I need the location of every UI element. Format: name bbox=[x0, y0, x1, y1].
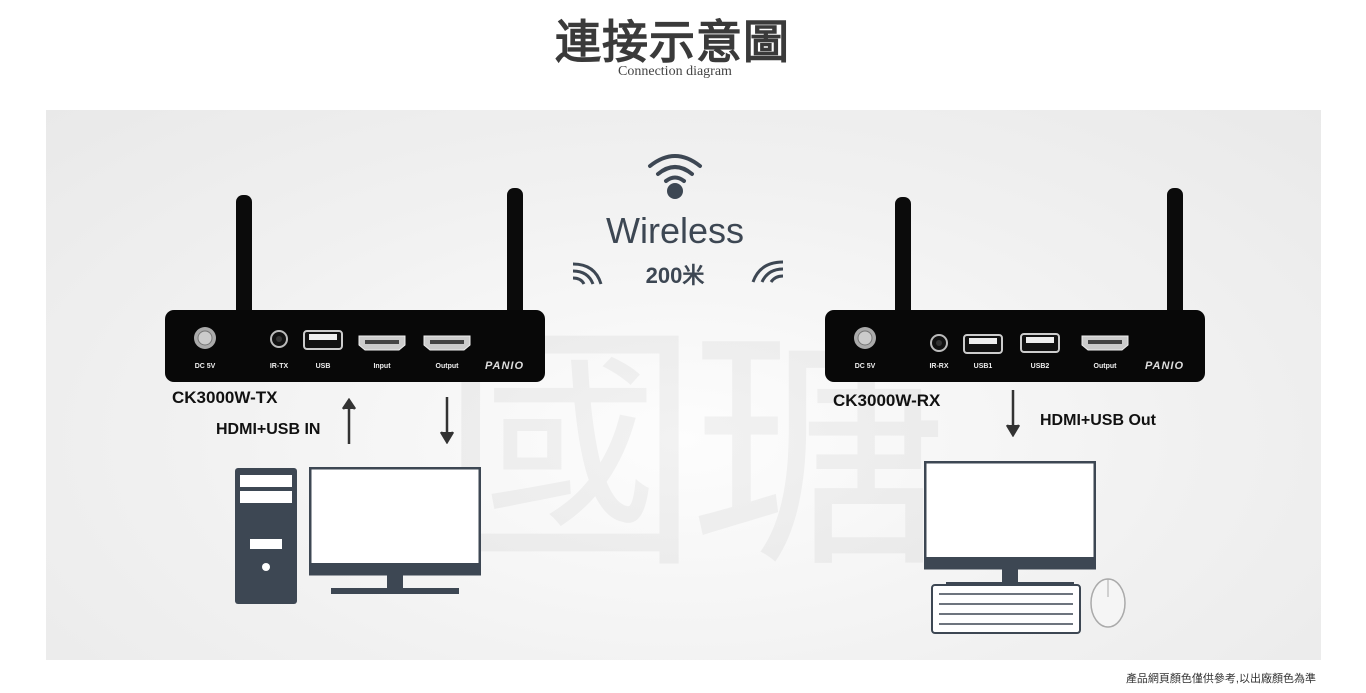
ir-port-icon bbox=[270, 330, 288, 348]
dc-port-icon bbox=[854, 327, 876, 349]
arrow-up-icon bbox=[341, 398, 357, 444]
hdmi-output-port-icon bbox=[423, 335, 471, 351]
rx-device: DC 5V IR-RX USB1 USB2 Output PANIO bbox=[825, 310, 1205, 382]
port-label: Input bbox=[373, 363, 391, 370]
port-label: USB bbox=[315, 363, 331, 370]
brand-logo: PANIO bbox=[1145, 360, 1185, 372]
tx-model-label: CK3000W-TX bbox=[172, 388, 278, 407]
tx-monitor-icon bbox=[309, 467, 481, 594]
port-label: USB2 bbox=[1030, 363, 1050, 370]
signal-waves-right-icon bbox=[751, 260, 784, 283]
wireless-label: Wireless bbox=[605, 210, 744, 251]
port-label: DC 5V bbox=[194, 363, 216, 370]
rx-antenna-right bbox=[1167, 188, 1183, 313]
distance-label: 200米 bbox=[645, 263, 705, 288]
page-subtitle: Connection diagram bbox=[618, 64, 732, 79]
brand-logo: PANIO bbox=[485, 360, 525, 372]
rx-model-label: CK3000W-RX bbox=[833, 391, 941, 410]
port-label: IR-RX bbox=[929, 363, 949, 370]
usb1-port-icon bbox=[963, 334, 1003, 354]
page-title: 連接示意圖 bbox=[555, 15, 790, 69]
port-label: Output bbox=[435, 363, 459, 370]
port-label: USB1 bbox=[973, 363, 993, 370]
wifi-icon bbox=[648, 154, 702, 199]
arrow-down-icon bbox=[1005, 390, 1021, 437]
tx-antenna-right bbox=[507, 188, 523, 313]
rx-antenna-left bbox=[895, 197, 911, 313]
color-disclaimer: 產品網頁顏色僅供參考,以出廠顏色為準 bbox=[1125, 673, 1316, 685]
tx-device: DC 5V IR-TX USB Input Output PANIO bbox=[165, 310, 545, 382]
arrow-down-icon bbox=[439, 397, 455, 444]
rx-monitor-icon bbox=[924, 461, 1096, 588]
pc-tower-icon bbox=[235, 468, 297, 604]
usb-port-icon bbox=[303, 330, 343, 350]
signal-waves-left-icon bbox=[572, 262, 603, 285]
port-label: Output bbox=[1093, 363, 1117, 370]
port-label: DC 5V bbox=[854, 363, 876, 370]
tx-signal-label: HDMI+USB IN bbox=[216, 421, 321, 438]
dc-port-icon bbox=[194, 327, 216, 349]
tx-antenna-left bbox=[236, 195, 252, 313]
rx-signal-label: HDMI+USB Out bbox=[1040, 412, 1156, 429]
hdmi-input-port-icon bbox=[358, 335, 406, 351]
port-label: IR-TX bbox=[269, 363, 289, 370]
hdmi-output-port-icon bbox=[1081, 335, 1129, 351]
usb2-port-icon bbox=[1020, 333, 1060, 353]
ir-port-icon bbox=[930, 334, 948, 352]
keyboard-icon bbox=[931, 584, 1081, 634]
mouse-icon bbox=[1090, 578, 1126, 628]
